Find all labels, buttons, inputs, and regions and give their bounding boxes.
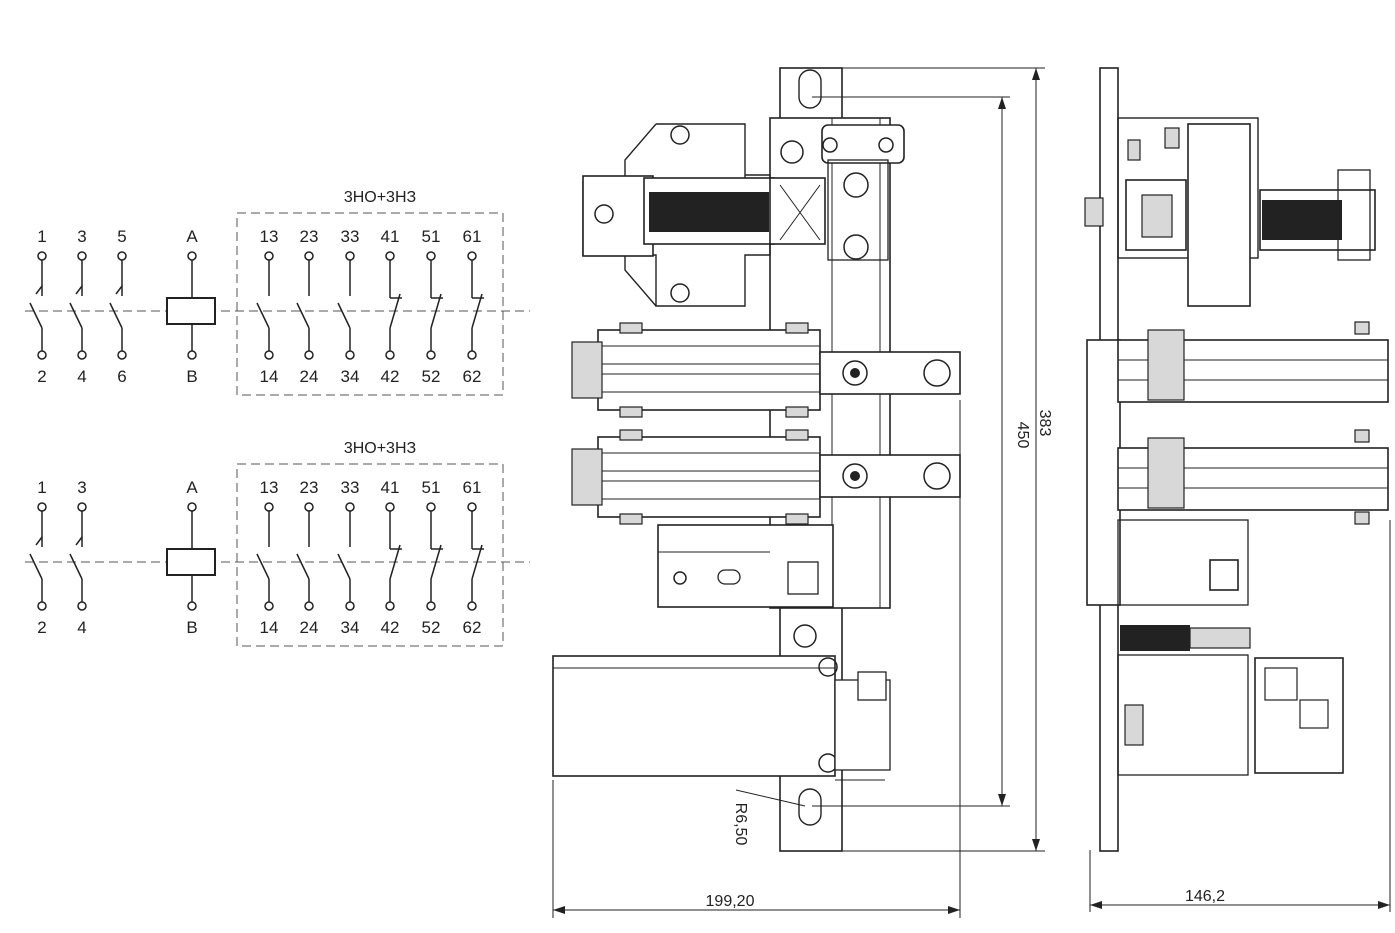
terminal-label: 1 [37, 478, 46, 497]
terminal-label: 1 [37, 227, 46, 246]
aux-group-label: 3НО+3НЗ [344, 440, 416, 457]
terminal-label: 51 [422, 227, 441, 246]
terminal-label: 14 [260, 618, 279, 637]
side-contact-blocks [1086, 321, 1389, 606]
terminal-label: 4 [77, 367, 86, 386]
main-contact-block-2 [571, 429, 961, 525]
coil-terminal-label: A [186, 227, 198, 246]
electromagnet [582, 123, 889, 307]
aux-contact-nc: 61 62 [463, 227, 484, 386]
terminal-label: 34 [341, 367, 360, 386]
main-contact: 3 4 [69, 478, 87, 637]
terminal-label: 23 [300, 227, 319, 246]
terminal-label: 24 [300, 367, 319, 386]
dimension-lines: 199,20 450 383 R6,50 [552, 67, 1053, 918]
terminal-label: 61 [463, 227, 482, 246]
terminal-label: 52 [422, 367, 441, 386]
terminal-label: 33 [341, 478, 360, 497]
terminal-label: 41 [381, 478, 400, 497]
terminal-label: 2 [37, 618, 46, 637]
schematic-2: 3НО+3НЗ 1 2 3 4 A [25, 440, 530, 647]
mounting-slot-bottom [798, 788, 822, 826]
outer-height-dimension: 383 [1036, 410, 1053, 437]
side-view-drawing: 146,2 [1084, 67, 1391, 912]
terminal-label: 3 [77, 478, 86, 497]
terminal-label: 3 [77, 227, 86, 246]
auxiliary-contact-box [552, 655, 891, 781]
terminal-label: 62 [463, 367, 482, 386]
terminal-label: 5 [117, 227, 126, 246]
coil: A B [166, 227, 216, 386]
top-bracket [821, 124, 905, 164]
terminal-label: 24 [300, 618, 319, 637]
terminal-label: 13 [260, 478, 279, 497]
aux-contact-no: 33 34 [337, 478, 360, 637]
terminal-label: 52 [422, 618, 441, 637]
terminal-label: 62 [463, 618, 482, 637]
aux-contact-no: 23 24 [296, 227, 319, 386]
terminal-label: 13 [260, 227, 279, 246]
coil-terminal-label: B [186, 367, 197, 386]
base-bracket [657, 524, 834, 648]
main-contact: 1 2 [29, 227, 47, 386]
front-width-dimension: 199,20 [706, 893, 755, 910]
terminal-label: 61 [463, 478, 482, 497]
mounting-slot-top [798, 69, 822, 109]
side-electromagnet [1084, 117, 1376, 307]
terminal-label: 42 [381, 367, 400, 386]
terminal-label: 51 [422, 478, 441, 497]
aux-contacts-box [236, 463, 504, 647]
aux-contact-no: 23 24 [296, 478, 319, 637]
aux-contact-nc: 61 62 [463, 478, 484, 637]
main-contact: 1 2 [29, 478, 47, 637]
coil-terminal-label: B [186, 618, 197, 637]
terminal-label: 2 [37, 367, 46, 386]
main-contact: 5 6 [109, 227, 127, 386]
terminal-label: 34 [341, 618, 360, 637]
aux-contact-nc: 41 42 [381, 478, 402, 637]
radius-dimension: R6,50 [732, 803, 749, 846]
inner-height-dimension: 450 [1014, 422, 1031, 449]
terminal-label: 33 [341, 227, 360, 246]
terminal-label: 4 [77, 618, 86, 637]
side-dimension: 146,2 [1089, 520, 1391, 912]
coil-terminal-label: A [186, 478, 198, 497]
front-view-drawing: 199,20 450 383 R6,50 [552, 67, 1053, 918]
coil: A B [166, 478, 216, 637]
aux-group-label: 3НО+3НЗ [344, 189, 416, 206]
schematic-1: 3НО+3НЗ 1 2 3 4 5 [25, 189, 530, 396]
terminal-label: 23 [300, 478, 319, 497]
terminal-label: 14 [260, 367, 279, 386]
aux-contact-nc: 51 52 [422, 227, 443, 386]
side-lower-assembly [1117, 519, 1344, 776]
side-width-dimension: 146,2 [1185, 888, 1225, 905]
aux-contact-no: 13 14 [256, 478, 279, 637]
aux-contacts-box [236, 212, 504, 396]
aux-contact-no: 13 14 [256, 227, 279, 386]
aux-contact-nc: 41 42 [381, 227, 402, 386]
main-contact: 3 4 [69, 227, 87, 386]
terminal-label: 6 [117, 367, 126, 386]
aux-contact-no: 33 34 [337, 227, 360, 386]
aux-contact-nc: 51 52 [422, 478, 443, 637]
terminal-label: 42 [381, 618, 400, 637]
main-contact-block-1 [571, 322, 961, 418]
terminal-label: 41 [381, 227, 400, 246]
